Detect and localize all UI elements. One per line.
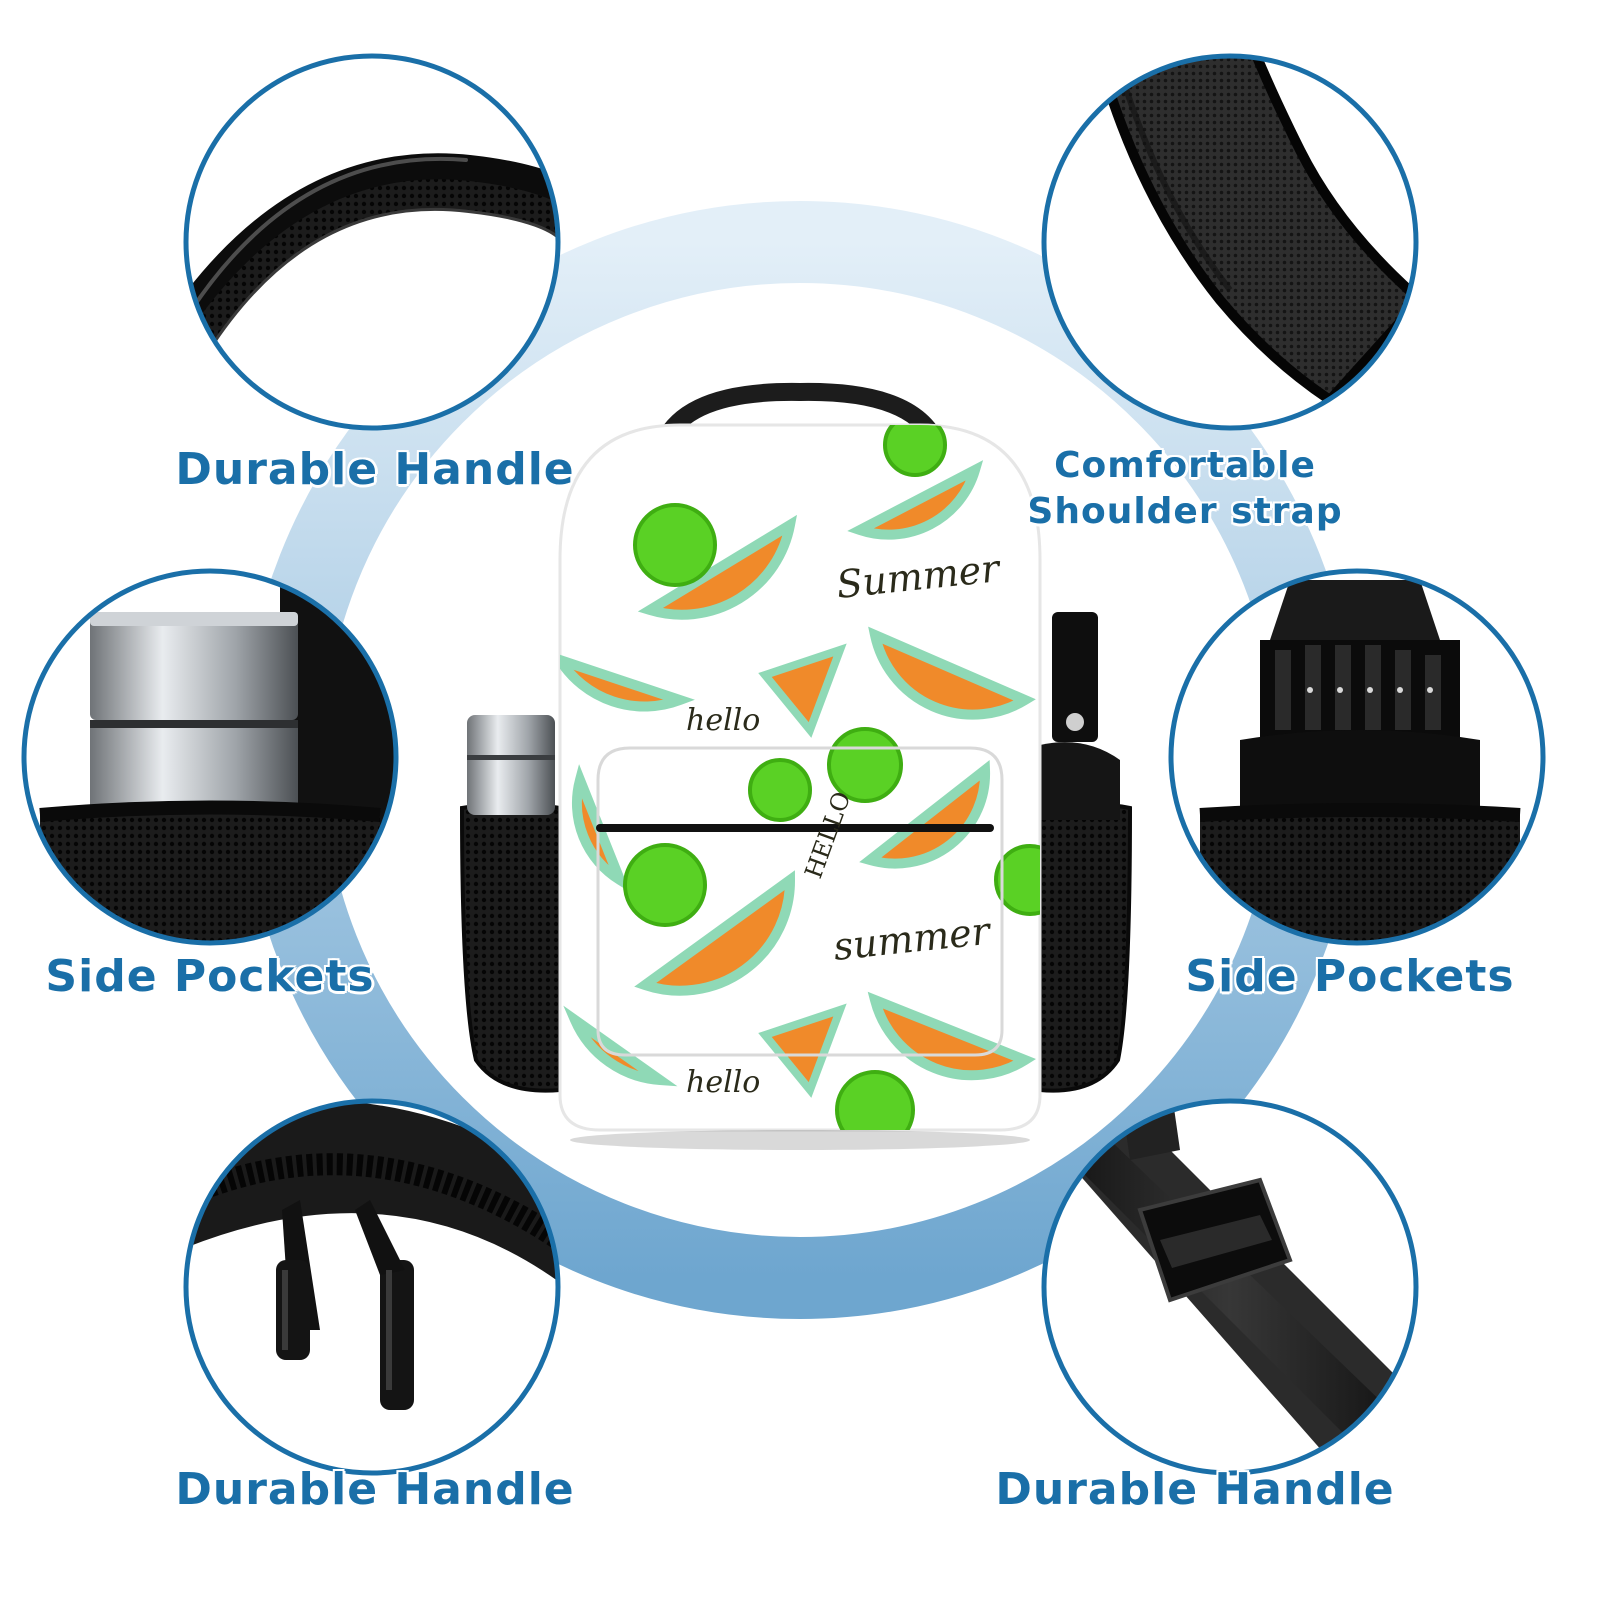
watermelon-print (560, 460, 1037, 1098)
top-handle (656, 382, 944, 445)
right-mesh-pocket (1038, 802, 1133, 1093)
left-mesh-pocket (459, 802, 562, 1093)
umbrella (1052, 612, 1098, 742)
label-durable-handle-top-left: Durable Handle (175, 444, 575, 495)
shoulder-strap-closeup-circle (1041, 53, 1419, 431)
print-word-hello-3: hello (686, 1065, 760, 1100)
backpack-illustration: Summer hello HELLO summer hello (459, 382, 1133, 1150)
print-word-hello-1: hello (686, 703, 760, 738)
label-side-pockets-left: Side Pockets (45, 951, 375, 1002)
handle-closeup-circle (183, 53, 561, 431)
bag-shadow (570, 1130, 1030, 1150)
front-pocket (596, 746, 1004, 1057)
label-durable-handle-bottom-left: Durable Handle (175, 1464, 575, 1515)
label-shoulder-strap: Shoulder strap (1027, 491, 1343, 532)
strap-buckle-circle (1041, 1098, 1419, 1476)
label-side-pockets-right: Side Pockets (1185, 951, 1515, 1002)
label-durable-handle-bottom-right: Durable Handle (995, 1464, 1395, 1515)
lime-print (623, 425, 1040, 1130)
side-pocket-umbrella-circle (1168, 568, 1546, 946)
bottle (467, 715, 555, 815)
label-comfortable: Comfortable (1054, 445, 1316, 486)
zipper-pulls-circle (183, 1098, 561, 1476)
